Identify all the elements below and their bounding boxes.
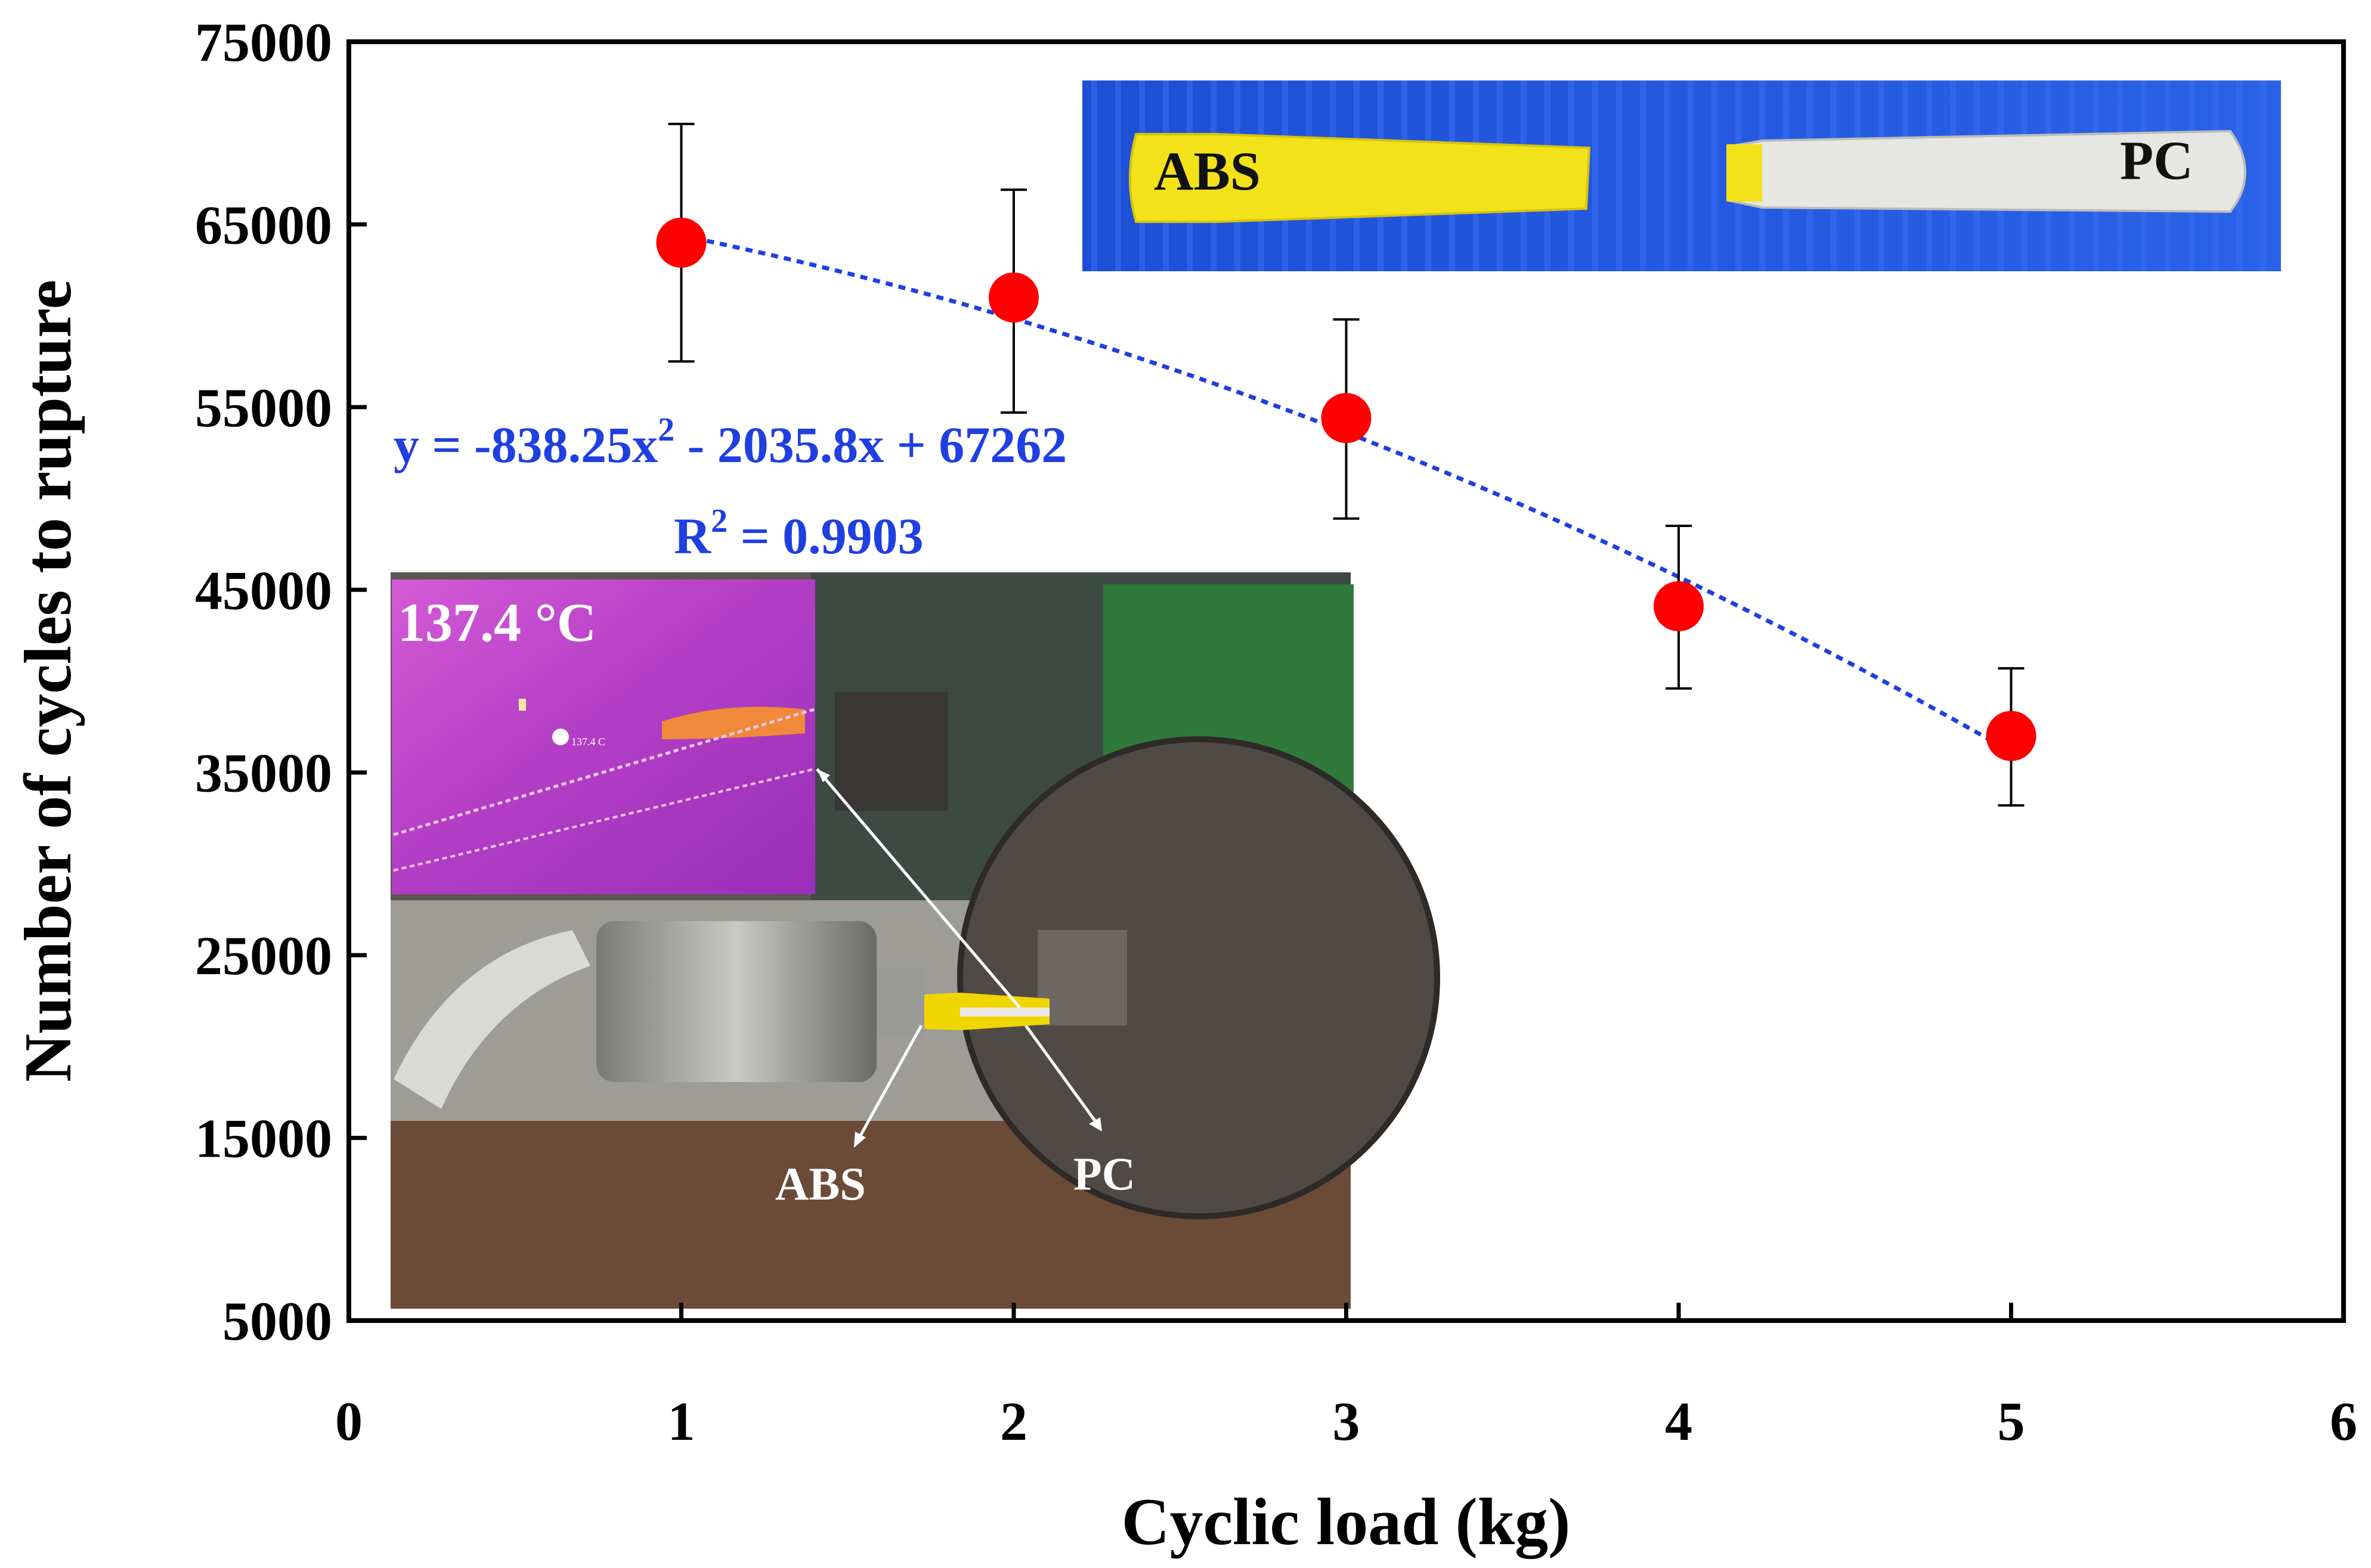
x-tick-label: 0: [335, 1391, 363, 1452]
data-point: [989, 272, 1039, 323]
photo-stripe: [1616, 80, 1622, 271]
trend-equation-suffix: - 2035.8x + 67262: [674, 416, 1067, 473]
photo-stripe: [1115, 80, 1121, 271]
photo-stripe: [1640, 80, 1646, 271]
y-axis-title: Number of cycles to rupture: [11, 280, 85, 1082]
y-tick-label: 65000: [195, 194, 332, 255]
photo-stripe: [1664, 80, 1670, 271]
photo-stripe: [1688, 80, 1694, 271]
data-point: [1986, 711, 2036, 761]
photo-stripe: [1091, 80, 1097, 271]
pc-specimen-image: [1727, 129, 2246, 213]
x-tick-label: 5: [1998, 1391, 2025, 1452]
specimen-photo-inset: ABS PC: [1082, 80, 2281, 271]
specimen-abs-label: ABS: [1154, 141, 1261, 202]
x-axis-title: Cyclic load (kg): [1122, 1485, 1571, 1559]
trend-r2-prefix: R: [674, 507, 711, 565]
drill-chuck-image: [596, 921, 877, 1082]
lathe-photo-inset: 137.4 °C 137.4 C ABS PC: [391, 572, 1440, 1309]
lathe-chuck-image: [957, 736, 1440, 1219]
trend-equation-prefix: y = -838.25x: [394, 416, 658, 473]
photo-stripe: [1711, 80, 1717, 271]
thermal-image-inset: 137.4 °C 137.4 C: [392, 580, 815, 894]
data-point: [1654, 581, 1704, 631]
y-tick-label: 75000: [195, 12, 332, 73]
y-tick-label: 15000: [195, 1108, 332, 1169]
machine-pc-label: PC: [1073, 1148, 1135, 1200]
y-tick-label: 45000: [195, 560, 332, 621]
y-tick-label: 5000: [222, 1291, 332, 1352]
x-tick-label: 3: [1333, 1391, 1360, 1452]
data-series: [656, 122, 2036, 807]
thermal-reading-label: 137.4 °C: [398, 592, 596, 653]
specimen-pc-label: PC: [2120, 130, 2193, 191]
machine-abs-label: ABS: [775, 1158, 866, 1210]
x-tick-label: 1: [668, 1391, 695, 1452]
trend-r2: R2 = 0.9903: [674, 503, 924, 565]
thermal-small-reading: 137.4 C: [571, 736, 605, 748]
data-point: [656, 218, 707, 268]
y-tick-label: 25000: [195, 925, 332, 986]
trend-equation-sup: 2: [658, 411, 674, 448]
trendline: [680, 233, 2013, 754]
x-tick-label: 2: [1000, 1391, 1027, 1452]
trend-r2-suffix: = 0.9903: [728, 507, 924, 565]
photo-stripe: [1592, 80, 1598, 271]
y-tick-label: 55000: [195, 377, 332, 438]
y-tick-label: 35000: [195, 743, 332, 804]
trend-equation: y = -838.25x2 - 2035.8x + 67262: [394, 411, 1067, 473]
data-point: [1321, 393, 1372, 444]
x-axis: 0 1 2 3 4 5 6: [335, 1303, 2357, 1452]
x-tick-label: 6: [2330, 1391, 2357, 1452]
trend-r2-sup: 2: [711, 503, 728, 540]
abs-specimen-image: [1129, 133, 1591, 223]
x-tick-label: 4: [1665, 1391, 1692, 1452]
photo-stripe: [2260, 80, 2266, 271]
y-axis: 5000 15000 25000 35000 45000 55000 65000 75000: [195, 12, 367, 1352]
